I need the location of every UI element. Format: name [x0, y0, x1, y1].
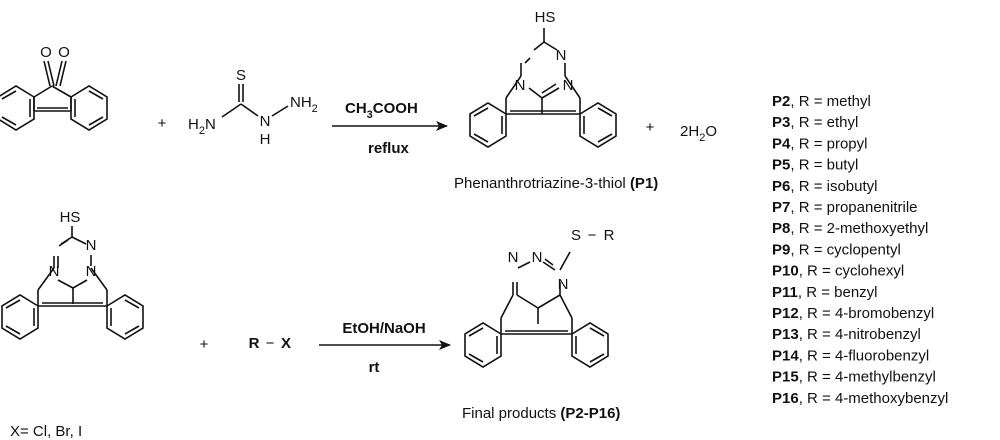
- product-id: P12: [772, 305, 799, 322]
- product-id: P8: [772, 220, 790, 237]
- product-id: P3: [772, 114, 790, 131]
- p1-nitrogen-1: N: [556, 47, 567, 64]
- plus-sign-3: +: [200, 336, 209, 353]
- reactant-nitrogen-1: N: [86, 237, 97, 254]
- product-substituent: , R = propyl: [790, 135, 867, 152]
- product-substituent: , R = isobutyl: [790, 178, 877, 195]
- product-nitrogen-3: N: [558, 276, 569, 293]
- condition-reflux: reflux: [368, 140, 410, 157]
- oxygen-atom-right: O: [58, 44, 70, 61]
- product-list-item: P10, R = cyclohexyl: [772, 263, 904, 280]
- product-substituent: , R = benzyl: [798, 284, 878, 301]
- reactant-nitrogen-3: N: [86, 263, 97, 280]
- product-id: P2: [772, 93, 790, 110]
- product-id: P13: [772, 326, 799, 343]
- p1-nitrogen-2: N: [563, 77, 574, 94]
- product-id: P11: [772, 284, 798, 301]
- reactant-thiol-group: HS: [60, 209, 81, 226]
- product-substituent: , R = cyclohexyl: [799, 263, 904, 280]
- product-id: P7: [772, 199, 790, 216]
- condition-room-temperature: rt: [369, 359, 380, 376]
- product-list-item: P13, R = 4-nitrobenzyl: [772, 326, 921, 343]
- product-list-item: P6, R = isobutyl: [772, 178, 877, 195]
- p1-caption: Phenanthrotriazine-3-thiol (P1): [454, 175, 658, 192]
- product-id: P9: [772, 241, 790, 258]
- sulfur-atom: S: [236, 67, 246, 84]
- product-id: P16: [772, 390, 799, 407]
- reactant-nitrogen-2: N: [49, 263, 60, 280]
- product-id: P14: [772, 347, 799, 364]
- reagent-ethanol-naoh: EtOH/NaOH: [342, 320, 425, 337]
- product-nitrogen-1: N: [508, 249, 519, 266]
- halide-note: X= Cl, Br, I: [10, 423, 82, 440]
- product-substituent: , R = propanenitrile: [790, 199, 917, 216]
- product-sulfur-atom: S: [571, 227, 581, 244]
- product-nitrogen-2: N: [532, 249, 543, 266]
- product-id: P4: [772, 135, 791, 152]
- product-substituent: , R = 4-fluorobenzyl: [799, 347, 929, 364]
- product-substituent: , R = ethyl: [790, 114, 858, 131]
- product-list-item: P9, R = cyclopentyl: [772, 241, 901, 258]
- plus-sign-2: +: [646, 119, 655, 136]
- p1-nitrogen-3: N: [515, 77, 526, 94]
- product-list-item: P12, R = 4-bromobenzyl: [772, 305, 934, 322]
- product-substituent: , R = 4-methylbenzyl: [799, 369, 936, 386]
- product-id: P10: [772, 263, 799, 280]
- amine-group-left: H2N: [188, 116, 216, 137]
- product-list-item: P2, R = methyl: [772, 93, 871, 110]
- alkyl-group-r: R: [249, 335, 260, 352]
- hydrazine-hydrogen: H: [260, 131, 271, 148]
- product-list-item: P4, R = propyl: [772, 135, 867, 152]
- product-list-item: P7, R = propanenitrile: [772, 199, 918, 216]
- hydrazine-nitrogen: N: [260, 113, 271, 130]
- alkyl-halide-bond: −: [266, 335, 275, 352]
- product-list-item: P16, R = 4-methoxybenzyl: [772, 390, 948, 407]
- phenanthrenequinone-structure: [0, 60, 108, 131]
- water-formula: 2H2O: [680, 123, 717, 144]
- product-id: P5: [772, 157, 790, 174]
- product-substituent: , R = cyclopentyl: [790, 241, 900, 258]
- product-list-item: P5, R = butyl: [772, 157, 858, 174]
- product-substituent: , R = 4-nitrobenzyl: [799, 326, 921, 343]
- thiosemicarbazide-structure: [221, 84, 289, 118]
- reagent-acetic-acid: CH3COOH: [345, 100, 418, 121]
- oxygen-atom-left: O: [40, 44, 52, 61]
- product-substituent: , R = methyl: [790, 93, 870, 110]
- product-substituent: , R = 4-methoxybenzyl: [799, 390, 949, 407]
- product-thioether-bond: −: [588, 227, 597, 244]
- plus-sign-1: +: [158, 115, 167, 132]
- p1-structure: [469, 28, 617, 148]
- product-list-item: P11, R = benzyl: [772, 284, 878, 301]
- final-products-caption: Final products (P2-P16): [462, 405, 620, 422]
- product-list-item: P14, R = 4-fluorobenzyl: [772, 347, 929, 364]
- product-id: P6: [772, 178, 790, 195]
- product-substituent: , R = butyl: [790, 157, 858, 174]
- amine-group-right: NH2: [290, 94, 318, 115]
- product-id: P15: [772, 369, 799, 386]
- product-substituent: , R = 4-bromobenzyl: [799, 305, 934, 322]
- final-product-structure: [464, 251, 609, 368]
- product-list-item: P8, R = 2-methoxyethyl: [772, 220, 928, 237]
- halide-x: X: [281, 335, 291, 352]
- product-r-group: R: [604, 227, 615, 244]
- product-list-item: P15, R = 4-methylbenzyl: [772, 369, 936, 386]
- product-list-item: P3, R = ethyl: [772, 114, 858, 131]
- reactant-p1-structure: [1, 226, 144, 340]
- product-substituent: , R = 2-methoxyethyl: [790, 220, 928, 237]
- p1-thiol-group: HS: [535, 9, 556, 26]
